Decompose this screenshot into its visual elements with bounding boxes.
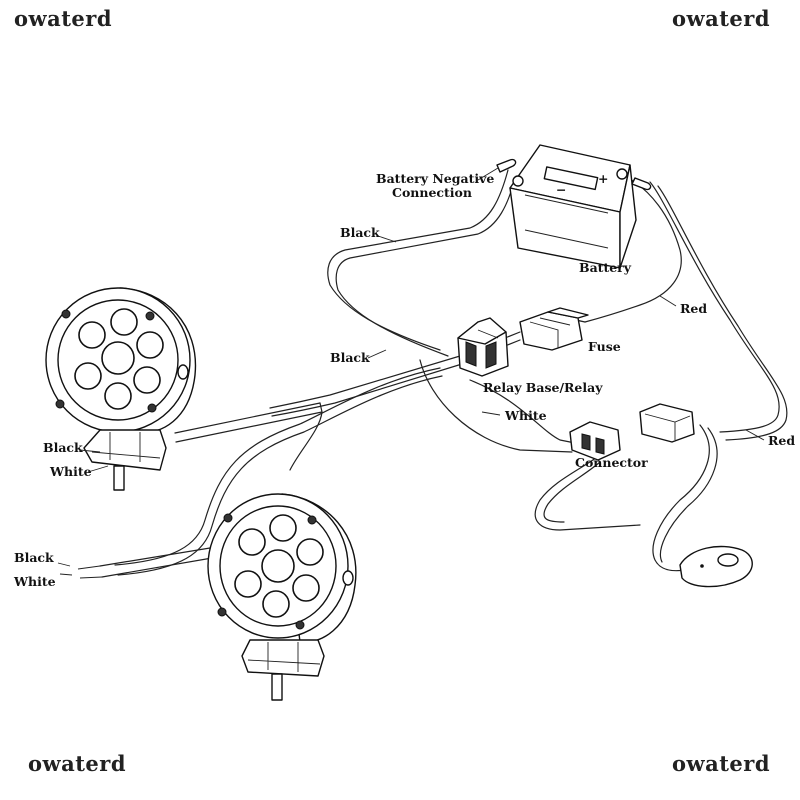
label-fuse: Fuse — [588, 339, 621, 354]
negative-ring-terminal-icon — [496, 158, 517, 173]
positive-ring-terminal-icon — [631, 177, 652, 191]
label-connector: Connector — [575, 455, 648, 470]
wires — [57, 169, 788, 579]
connector-switch-wire — [534, 454, 641, 531]
black-wire-negative-b — [335, 177, 516, 357]
label-black-lamp: Black — [43, 440, 83, 455]
white-wire-b — [419, 359, 573, 453]
fuse-holder-icon — [519, 307, 589, 351]
battery-plus-sign: + — [598, 171, 608, 186]
red-wire-positive-b — [649, 181, 780, 433]
label-connection: Connection — [392, 185, 472, 200]
red-wire-switch — [652, 424, 710, 572]
label-relay: Relay Base/Relay — [483, 380, 603, 395]
label-white-lamp: White — [49, 464, 92, 479]
label-battery: Battery — [579, 260, 632, 275]
watermark-top-right: owaterd — [672, 6, 770, 31]
switch-icon — [679, 545, 753, 588]
work-light-icon — [207, 493, 357, 701]
white-wire-a — [469, 379, 576, 444]
harness-lower-b — [117, 375, 443, 576]
battery-icon: − + — [496, 144, 652, 269]
watermark-bottom-left: owaterd — [28, 751, 126, 776]
label-white-mid: White — [504, 408, 547, 423]
label-white-end: White — [13, 574, 56, 589]
harness-sleeve-top — [174, 402, 323, 443]
red-wire-positive-a — [584, 177, 682, 323]
label-red-top: Red — [680, 301, 707, 316]
label-black-top: Black — [340, 225, 380, 240]
labels: Battery Negative Connection Battery Blac… — [13, 167, 795, 589]
label-black-mid: Black — [330, 350, 370, 365]
black-harness-wire-a — [269, 355, 461, 409]
battery-minus-sign: − — [556, 182, 566, 197]
connector-icon — [569, 403, 695, 461]
watermark-bottom-right: owaterd — [672, 751, 770, 776]
relay-icon — [457, 317, 509, 377]
red-wire-positive-c — [657, 185, 788, 441]
work-light-icon — [45, 287, 197, 491]
black-harness-wire-b — [271, 363, 463, 417]
label-red-right: Red — [768, 433, 795, 448]
harness-sleeve-bottom — [99, 547, 213, 578]
label-battery-negative: Battery Negative — [376, 171, 494, 186]
watermark-top-left: owaterd — [14, 6, 112, 31]
harness-lower-a — [114, 367, 441, 566]
label-black-end: Black — [14, 550, 54, 565]
